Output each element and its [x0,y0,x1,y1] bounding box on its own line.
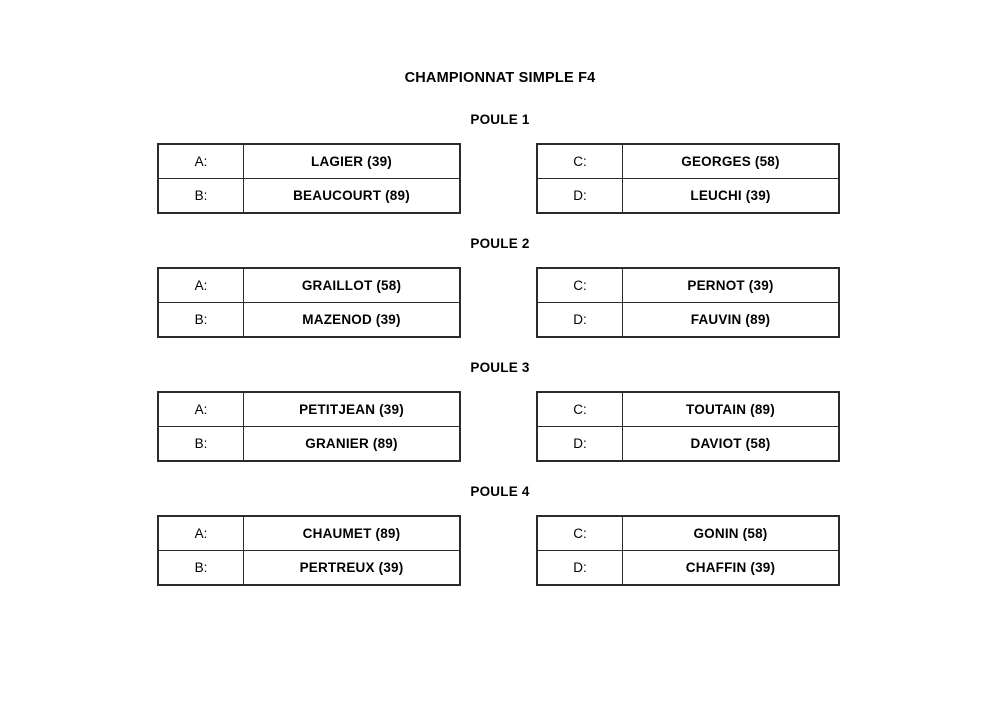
player-name: GEORGES (58) [622,143,840,179]
player-name: FAUVIN (89) [622,302,840,338]
poule-heading-1: POULE 1 [470,112,530,127]
slot-label: B: [157,426,244,462]
player-name: LAGIER (39) [243,143,461,179]
player-name: GONIN (58) [622,515,840,551]
slot-label: B: [157,302,244,338]
table-row[interactable]: D: FAUVIN (89) [536,302,840,338]
poule-1-group-ab-table: A: LAGIER (39) B: BEAUCOURT (89) [157,143,461,214]
player-name: GRANIER (89) [243,426,461,462]
poule-section-4: POULE 4 A: CHAUMET (89) B: PERTREUX (39) [0,483,1000,586]
poule-heading-2: POULE 2 [470,236,530,251]
slot-label: B: [157,178,244,214]
table-row[interactable]: C: PERNOT (39) [536,267,840,303]
table-row[interactable]: D: CHAFFIN (39) [536,550,840,586]
table-row[interactable]: C: TOUTAIN (89) [536,391,840,427]
poule-3-group-cd-table: C: TOUTAIN (89) D: DAVIOT (58) [536,391,840,462]
poule-heading-4: POULE 4 [470,484,530,499]
page-title: CHAMPIONNAT SIMPLE F4 [404,70,596,86]
player-name: PETITJEAN (39) [243,391,461,427]
player-name: CHAFFIN (39) [622,550,840,586]
table-row[interactable]: B: BEAUCOURT (89) [157,178,461,214]
slot-label: C: [536,143,623,179]
poule-section-1: POULE 1 A: LAGIER (39) B: BEAUCOURT (89) [0,111,1000,214]
slot-label: D: [536,426,623,462]
poule-4-group-ab-table: A: CHAUMET (89) B: PERTREUX (39) [157,515,461,586]
slot-label: D: [536,302,623,338]
poule-1-group-cd-table: C: GEORGES (58) D: LEUCHI (39) [536,143,840,214]
poule-1-tables: A: LAGIER (39) B: BEAUCOURT (89) C: GEOR… [0,143,1000,214]
slot-label: B: [157,550,244,586]
slot-label: A: [157,143,244,179]
slot-label: A: [157,267,244,303]
player-name: CHAUMET (89) [243,515,461,551]
table-row[interactable]: B: MAZENOD (39) [157,302,461,338]
player-name: LEUCHI (39) [622,178,840,214]
poule-4-tables: A: CHAUMET (89) B: PERTREUX (39) C: GONI… [0,515,1000,586]
table-row[interactable]: B: PERTREUX (39) [157,550,461,586]
poule-3-tables: A: PETITJEAN (39) B: GRANIER (89) C: TOU… [0,391,1000,462]
player-name: GRAILLOT (58) [243,267,461,303]
player-name: BEAUCOURT (89) [243,178,461,214]
poule-section-3: POULE 3 A: PETITJEAN (39) B: GRANIER (89… [0,359,1000,462]
poule-2-group-ab-table: A: GRAILLOT (58) B: MAZENOD (39) [157,267,461,338]
slot-label: D: [536,550,623,586]
slot-label: A: [157,391,244,427]
slot-label: C: [536,391,623,427]
slot-label: D: [536,178,623,214]
table-row[interactable]: B: GRANIER (89) [157,426,461,462]
player-name: MAZENOD (39) [243,302,461,338]
table-row[interactable]: A: GRAILLOT (58) [157,267,461,303]
table-row[interactable]: D: DAVIOT (58) [536,426,840,462]
player-name: PERTREUX (39) [243,550,461,586]
player-name: TOUTAIN (89) [622,391,840,427]
table-row[interactable]: D: LEUCHI (39) [536,178,840,214]
poule-2-group-cd-table: C: PERNOT (39) D: FAUVIN (89) [536,267,840,338]
table-row[interactable]: A: LAGIER (39) [157,143,461,179]
table-row[interactable]: A: PETITJEAN (39) [157,391,461,427]
poule-3-group-ab-table: A: PETITJEAN (39) B: GRANIER (89) [157,391,461,462]
slot-label: A: [157,515,244,551]
table-row[interactable]: C: GONIN (58) [536,515,840,551]
slot-label: C: [536,515,623,551]
table-row[interactable]: C: GEORGES (58) [536,143,840,179]
poule-section-2: POULE 2 A: GRAILLOT (58) B: MAZENOD (39) [0,235,1000,338]
table-row[interactable]: A: CHAUMET (89) [157,515,461,551]
poule-heading-3: POULE 3 [470,360,530,375]
poule-2-tables: A: GRAILLOT (58) B: MAZENOD (39) C: PERN… [0,267,1000,338]
slot-label: C: [536,267,623,303]
player-name: DAVIOT (58) [622,426,840,462]
poule-4-group-cd-table: C: GONIN (58) D: CHAFFIN (39) [536,515,840,586]
player-name: PERNOT (39) [622,267,840,303]
